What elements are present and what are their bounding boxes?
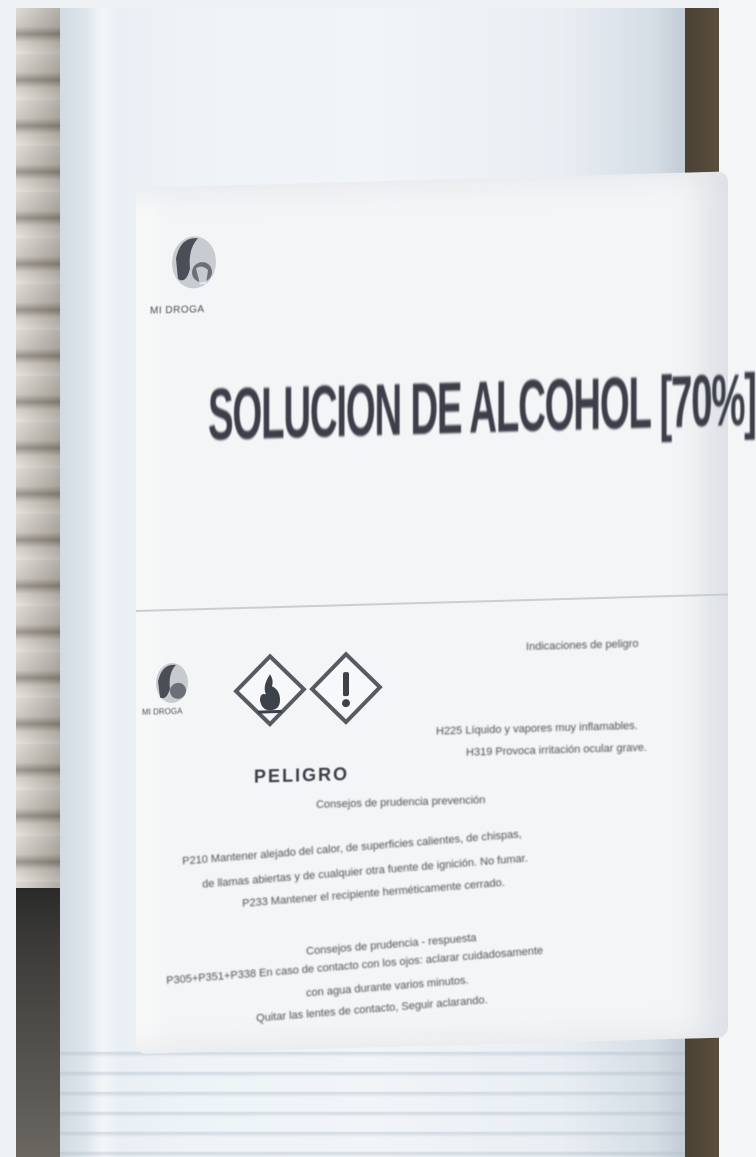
precaution-p305-line3: Quitar las lentes de contacto, Seguir ac… <box>255 994 488 1025</box>
photo-background: MI DROGA SOLUCION DE ALCOHOL [70%] MI DR… <box>16 8 756 1157</box>
hazard-indications-heading: Indicaciones de peligro <box>526 637 639 654</box>
label-title: SOLUCION DE ALCOHOL [70%] <box>208 359 756 457</box>
brand-logo-icon <box>172 236 216 289</box>
prevention-heading: Consejos de prudencia prevención <box>316 794 486 811</box>
signal-word: PELIGRO <box>254 764 350 787</box>
photo-scene: MI DROGA SOLUCION DE ALCOHOL [70%] MI DR… <box>16 8 756 1157</box>
bottle-highlight <box>86 8 120 1157</box>
precaution-p305-line2: con agua durante varios minutos. <box>305 974 469 1000</box>
brand-logo-text: MI DROGA <box>150 304 205 317</box>
hazard-statement-h319: H319 Provoca irritación ocular grave. <box>466 741 647 759</box>
label-divider <box>136 593 728 612</box>
brand-logo-small-text: MI DROGA <box>142 706 183 717</box>
flame-pictogram-icon <box>233 653 307 728</box>
brand-logo-small-icon <box>156 662 188 703</box>
bottle: MI DROGA SOLUCION DE ALCOHOL [70%] MI DR… <box>60 8 756 1157</box>
bottle-ridges <box>60 1037 685 1157</box>
exclamation-pictogram-icon <box>309 651 383 725</box>
hazard-statement-h225: H225 Líquido y vapores muy inflamables. <box>436 719 638 738</box>
bottle-label: MI DROGA SOLUCION DE ALCOHOL [70%] MI DR… <box>136 171 756 1055</box>
